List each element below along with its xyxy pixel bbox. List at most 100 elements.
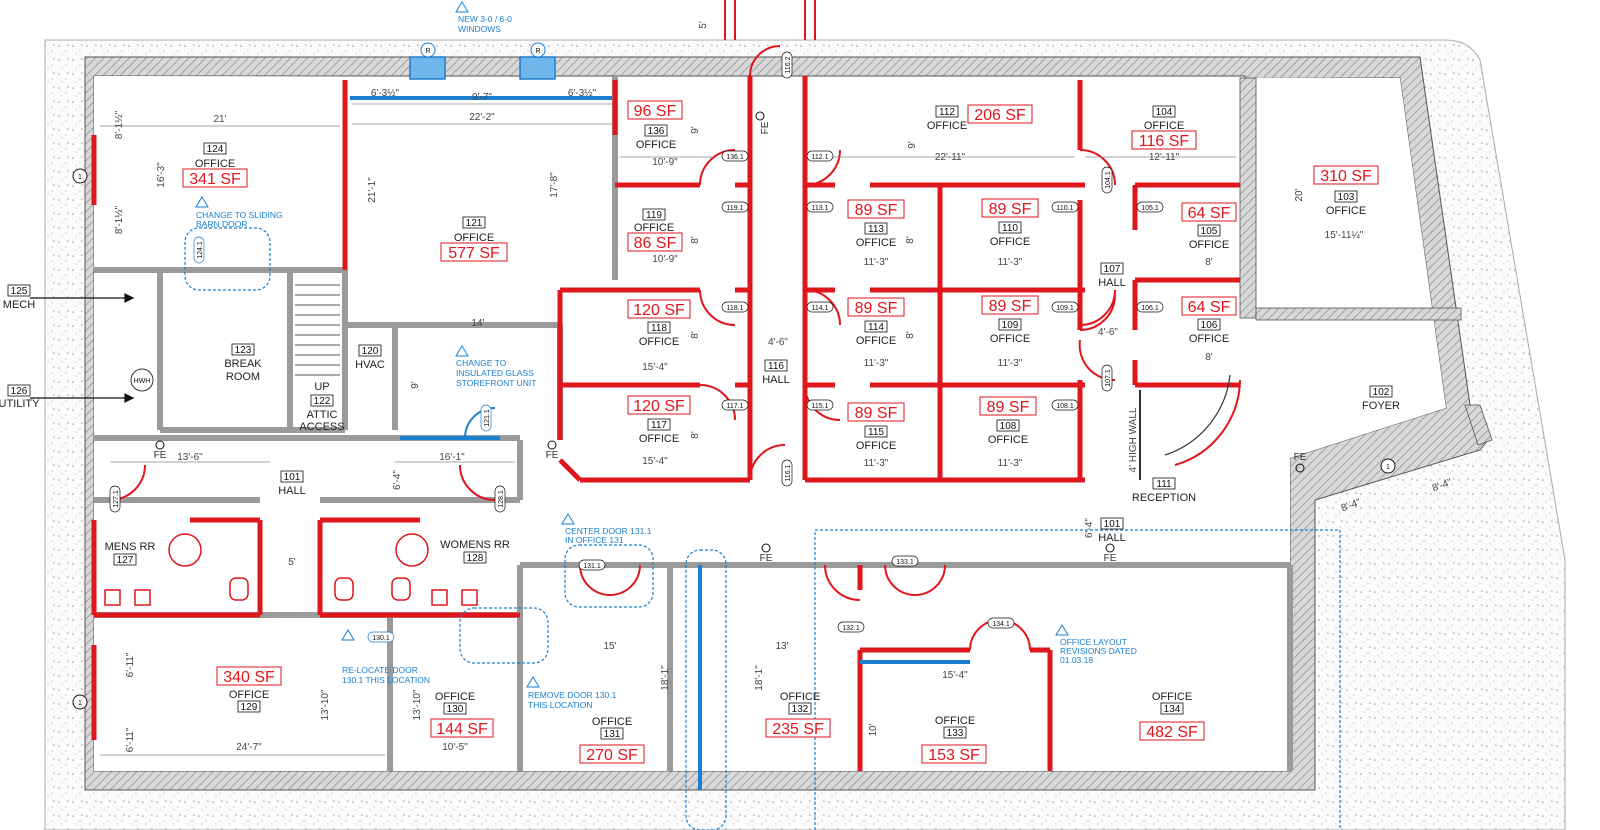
- door-tag-104-1: 104.1: [1101, 166, 1113, 194]
- svg-text:129: 129: [241, 702, 258, 713]
- dim-6-3-left: 6'-3½": [371, 88, 400, 99]
- svg-text:127.1: 127.1: [113, 490, 120, 508]
- room-123: 123 BREAK ROOM: [224, 343, 262, 383]
- dim-22-11: 22'-11": [935, 152, 966, 163]
- svg-text:NEW 3-0 / 6-0: NEW 3-0 / 6-0: [458, 14, 512, 24]
- window-tag-r-2: R: [530, 42, 546, 58]
- svg-text:116.1: 116.1: [785, 464, 792, 481]
- door-tag-114-1: 114.1: [806, 301, 834, 313]
- svg-text:341 SF: 341 SF: [189, 171, 241, 188]
- dim-21-1: 21'-1": [367, 177, 378, 203]
- svg-text:120 SF: 120 SF: [633, 302, 685, 319]
- svg-text:118: 118: [651, 323, 667, 334]
- window-tag-r-1: R: [420, 42, 436, 58]
- svg-text:128.1: 128.1: [498, 490, 505, 508]
- svg-text:OFFICE: OFFICE: [634, 222, 674, 234]
- svg-text:OFFICE: OFFICE: [636, 139, 676, 151]
- svg-text:REMOVE DOOR 130.1: REMOVE DOOR 130.1: [528, 690, 617, 700]
- door-tag-108-1: 108.1: [1051, 399, 1079, 411]
- svg-text:89 SF: 89 SF: [987, 399, 1030, 416]
- note-center-door: CENTER DOOR 131.1 IN OFFICE 131: [561, 513, 652, 545]
- dim-11-3d: 11'-3": [998, 358, 1023, 369]
- room-128: WOMENS RR 128: [440, 539, 510, 564]
- svg-text:OFFICE LAYOUT: OFFICE LAYOUT: [1060, 637, 1127, 647]
- svg-text:270 SF: 270 SF: [586, 747, 638, 764]
- svg-text:136: 136: [648, 126, 665, 137]
- dim-8d: 8': [905, 236, 916, 244]
- svg-text:106.1: 106.1: [1141, 305, 1159, 312]
- svg-text:OFFICE: OFFICE: [1144, 120, 1184, 132]
- svg-text:117: 117: [651, 420, 667, 431]
- svg-text:OFFICE: OFFICE: [1152, 691, 1192, 703]
- svg-text:WOMENS RR: WOMENS RR: [440, 539, 510, 551]
- svg-text:FOYER: FOYER: [1362, 400, 1400, 412]
- svg-text:OFFICE: OFFICE: [639, 336, 679, 348]
- svg-text:R: R: [425, 48, 430, 55]
- dim-5: 5': [288, 557, 296, 568]
- svg-text:OFFICE: OFFICE: [592, 716, 632, 728]
- note-windows: NEW 3-0 / 6-0 WINDOWS: [455, 1, 512, 34]
- svg-text:134.1: 134.1: [992, 621, 1010, 628]
- svg-text:MENS RR: MENS RR: [105, 541, 156, 553]
- door-tag-107-1: 107.1: [1101, 364, 1113, 392]
- room-127: MENS RR 127: [105, 541, 156, 566]
- dim-8e: 8': [905, 331, 916, 339]
- door-tag-112-1: 112.1: [806, 150, 834, 162]
- svg-text:119.1: 119.1: [727, 205, 744, 212]
- door-tag-132-1: 132.1: [837, 621, 865, 633]
- svg-text:112.1: 112.1: [812, 154, 829, 161]
- dim-11-3b: 11'-3": [998, 257, 1023, 268]
- svg-text:FE: FE: [1294, 452, 1307, 463]
- svg-text:123: 123: [235, 345, 252, 356]
- svg-text:R: R: [535, 48, 540, 55]
- svg-text:OFFICE: OFFICE: [927, 120, 967, 132]
- svg-text:OFFICE: OFFICE: [1189, 333, 1229, 345]
- svg-text:102: 102: [1373, 387, 1390, 398]
- dim-10-5: 10'-5": [442, 742, 468, 753]
- half-wall-label: 4' HIGH WALL: [1128, 407, 1139, 472]
- fire-extinguishers: FE FE FE FE FE FE: [154, 111, 1307, 564]
- dim-12-11: 12'-11": [1149, 152, 1180, 163]
- svg-text:136.1: 136.1: [726, 154, 744, 161]
- room-119: 119 OFFICE 86 SF: [627, 208, 683, 252]
- room-131: OFFICE 131 270 SF: [579, 716, 645, 764]
- svg-text:OFFICE: OFFICE: [454, 232, 494, 244]
- svg-text:OFFICE: OFFICE: [990, 236, 1030, 248]
- dim-8-1b: 8'-1½": [114, 205, 125, 234]
- svg-text:64 SF: 64 SF: [1188, 299, 1231, 316]
- svg-text:1: 1: [78, 174, 82, 181]
- room-114: 89 SF 114 OFFICE: [847, 297, 905, 347]
- fire-extinguisher-icon: FE: [755, 111, 771, 134]
- svg-text:122: 122: [314, 396, 331, 407]
- dim-15-4c: 15'-4": [942, 670, 968, 681]
- svg-text:117.1: 117.1: [727, 403, 744, 410]
- dim-21: 21': [213, 114, 226, 125]
- svg-text:OFFICE: OFFICE: [856, 237, 896, 249]
- dim-11-3e: 11'-3": [864, 458, 889, 469]
- svg-text:FE: FE: [154, 450, 167, 461]
- svg-text:125: 125: [11, 286, 28, 297]
- note-barn-door: CHANGE TO SLIDING BARN DOOR: [195, 196, 283, 229]
- dim-10: 10': [868, 723, 879, 736]
- svg-text:CHANGE TO: CHANGE TO: [456, 358, 507, 368]
- svg-text:FE: FE: [760, 121, 771, 134]
- svg-text:114: 114: [868, 322, 884, 333]
- svg-text:101: 101: [284, 472, 301, 483]
- dim-18-1b: 18'-1": [754, 665, 765, 691]
- svg-text:THIS LOCATION: THIS LOCATION: [528, 700, 593, 710]
- door-tag-109-1: 109.1: [1051, 301, 1079, 313]
- svg-text:OFFICE: OFFICE: [988, 434, 1028, 446]
- svg-text:133.1: 133.1: [896, 559, 914, 566]
- svg-text:482 SF: 482 SF: [1146, 724, 1198, 741]
- svg-text:340 SF: 340 SF: [223, 669, 275, 686]
- note-relocate-door: RE-LOCATE DOOR 130.1 THIS LOCATION: [341, 629, 430, 685]
- svg-text:FE: FE: [760, 553, 773, 564]
- dim-6-11b: 6'-11": [125, 727, 136, 752]
- svg-text:OFFICE: OFFICE: [935, 715, 975, 727]
- svg-text:128: 128: [467, 553, 484, 564]
- dim-17-8: 17'-8": [549, 172, 560, 198]
- svg-text:1: 1: [78, 700, 82, 707]
- svg-text:HVAC: HVAC: [355, 359, 385, 371]
- dim-6-3-right: 6'-3½": [568, 88, 597, 99]
